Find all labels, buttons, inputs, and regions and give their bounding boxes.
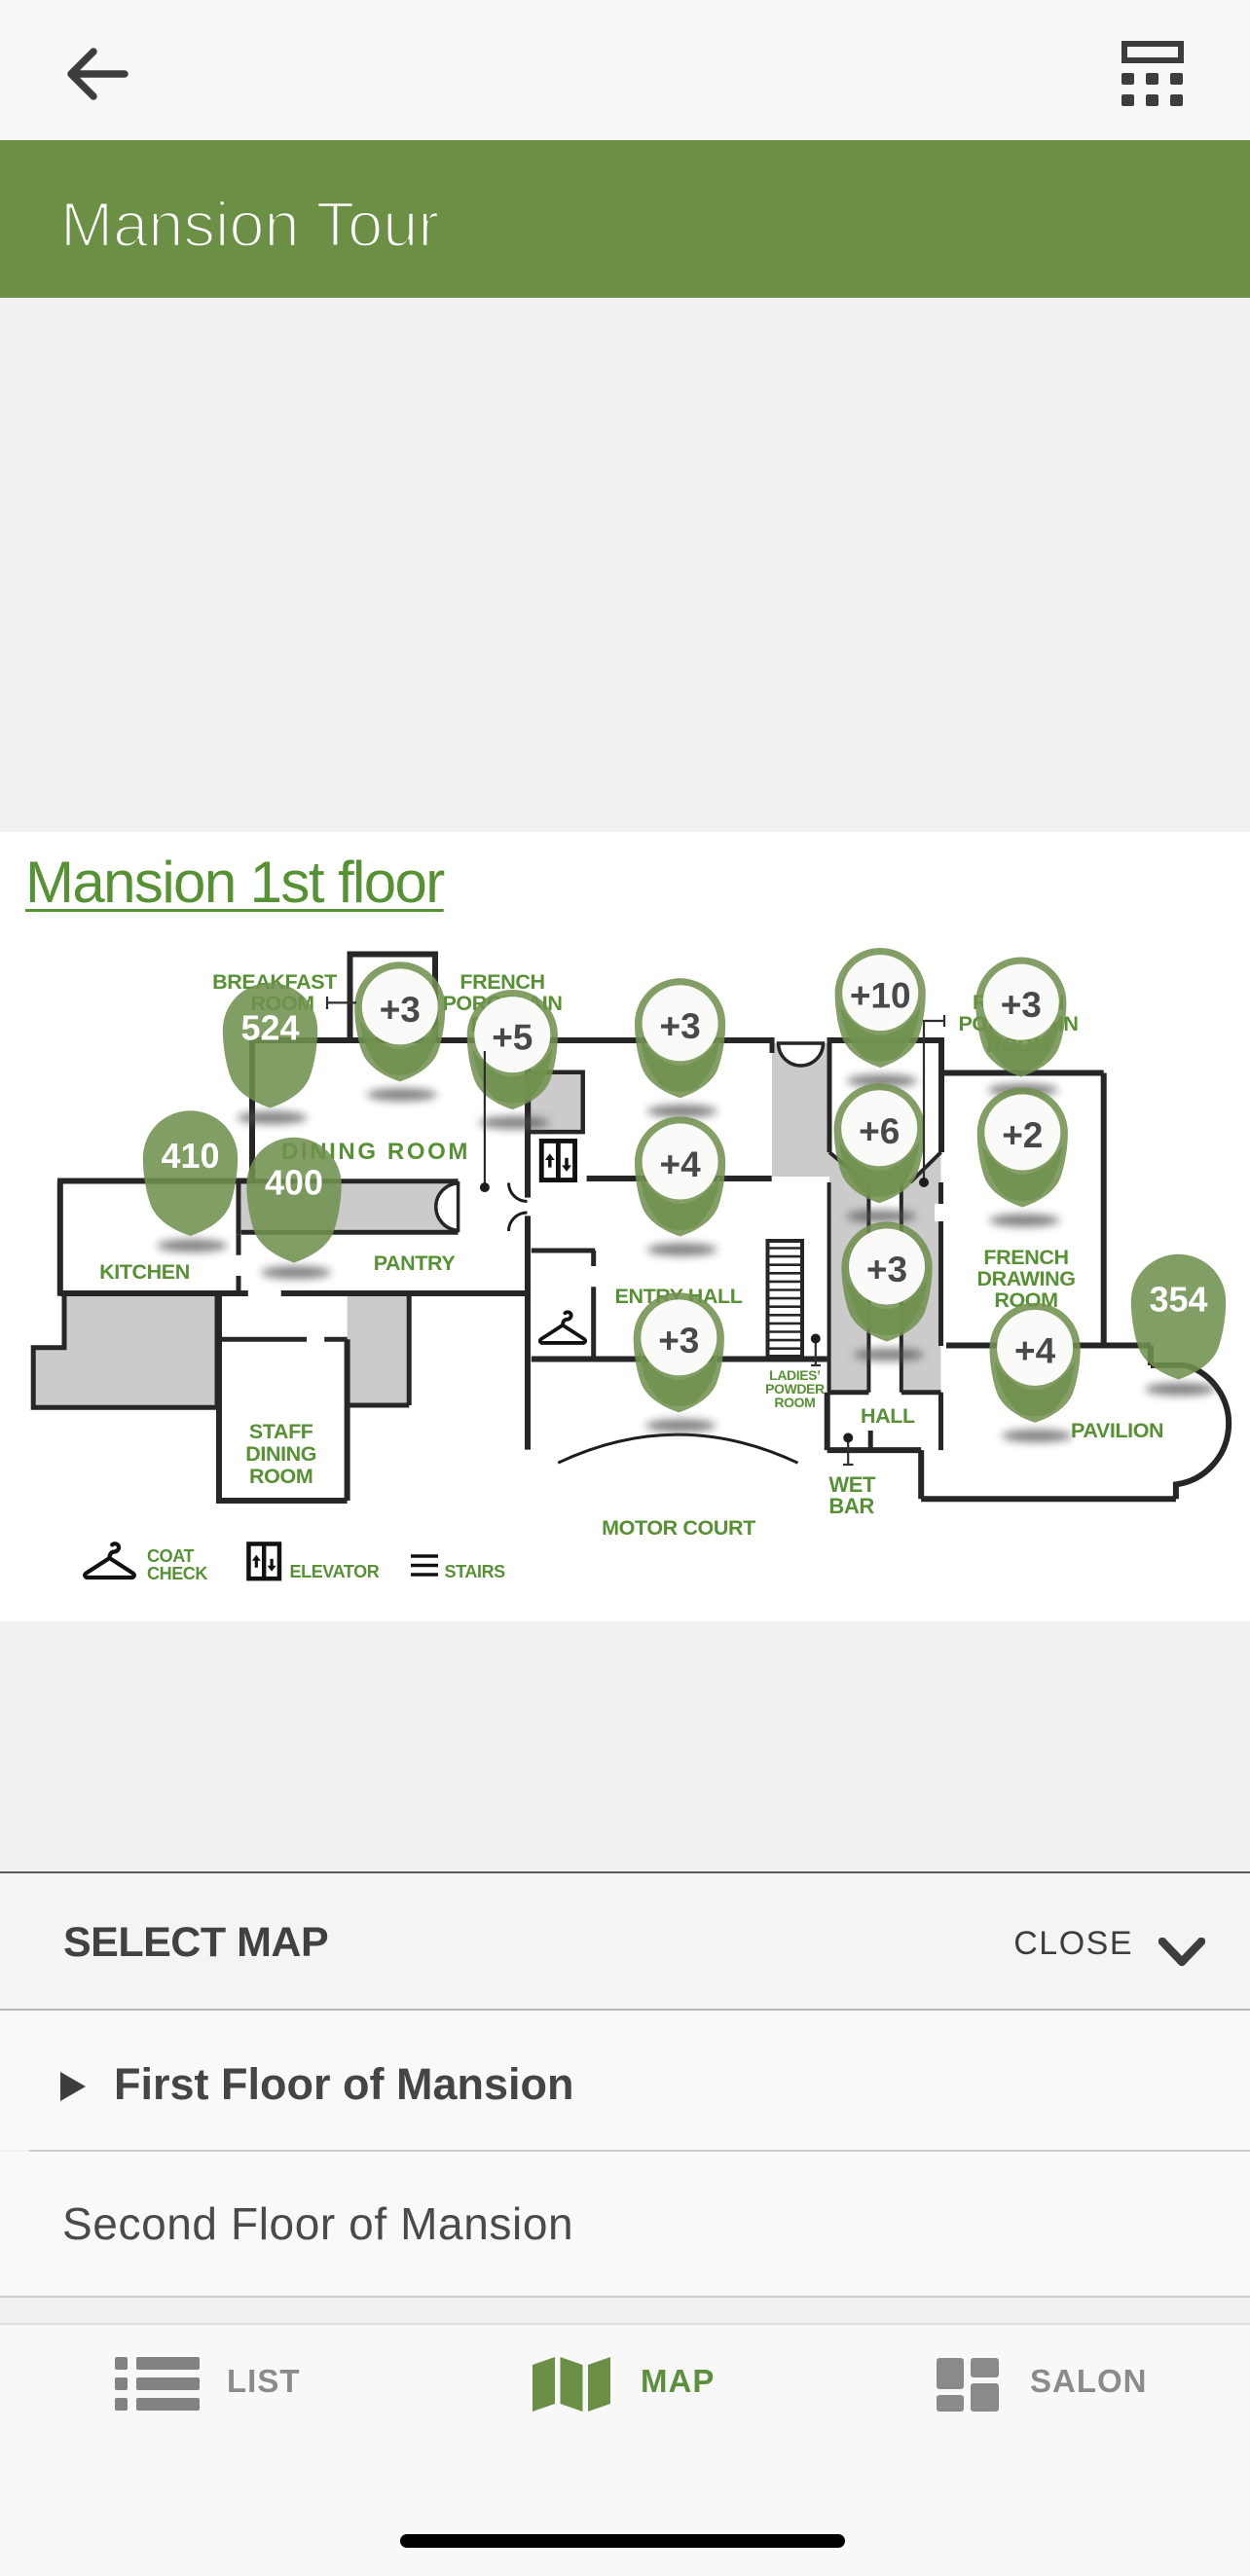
- svg-text:+3: +3: [866, 1250, 907, 1289]
- svg-text:+4: +4: [660, 1144, 702, 1184]
- svg-text:BAR: BAR: [828, 1494, 874, 1518]
- svg-text:PAVILION: PAVILION: [1071, 1419, 1163, 1442]
- svg-text:LADIES’: LADIES’: [769, 1367, 820, 1383]
- svg-text:HALL: HALL: [861, 1404, 915, 1428]
- svg-text:WET: WET: [828, 1472, 876, 1497]
- svg-text:MOTOR COURT: MOTOR COURT: [602, 1516, 755, 1540]
- svg-text:ROOM: ROOM: [249, 1465, 312, 1488]
- svg-text:DRAWING: DRAWING: [976, 1267, 1075, 1290]
- svg-text:FRENCH: FRENCH: [460, 970, 544, 994]
- svg-text:+3: +3: [1001, 985, 1042, 1025]
- svg-text:ROOM: ROOM: [774, 1395, 815, 1410]
- svg-text:524: 524: [240, 1008, 299, 1048]
- svg-text:410: 410: [161, 1136, 219, 1176]
- svg-text:+4: +4: [1014, 1330, 1056, 1370]
- svg-text:POWDER: POWDER: [765, 1381, 825, 1397]
- svg-text:354: 354: [1149, 1280, 1207, 1320]
- svg-text:KITCHEN: KITCHEN: [99, 1260, 190, 1284]
- svg-text:COAT: COAT: [147, 1546, 194, 1566]
- svg-text:ELEVATOR: ELEVATOR: [290, 1562, 380, 1581]
- svg-text:PANTRY: PANTRY: [374, 1252, 456, 1275]
- svg-text:+2: +2: [1002, 1115, 1043, 1155]
- svg-text:STAFF: STAFF: [249, 1420, 313, 1443]
- svg-text:+3: +3: [658, 1321, 699, 1361]
- svg-text:+3: +3: [660, 1006, 701, 1046]
- svg-text:+6: +6: [859, 1111, 900, 1151]
- svg-text:+10: +10: [850, 976, 911, 1016]
- svg-text:CHECK: CHECK: [147, 1564, 207, 1583]
- svg-text:FRENCH: FRENCH: [983, 1246, 1068, 1269]
- svg-text:DINING: DINING: [245, 1442, 316, 1466]
- svg-text:+3: +3: [380, 990, 421, 1030]
- svg-text:+5: +5: [492, 1018, 533, 1058]
- svg-text:400: 400: [265, 1163, 323, 1203]
- svg-text:STAIRS: STAIRS: [445, 1562, 506, 1581]
